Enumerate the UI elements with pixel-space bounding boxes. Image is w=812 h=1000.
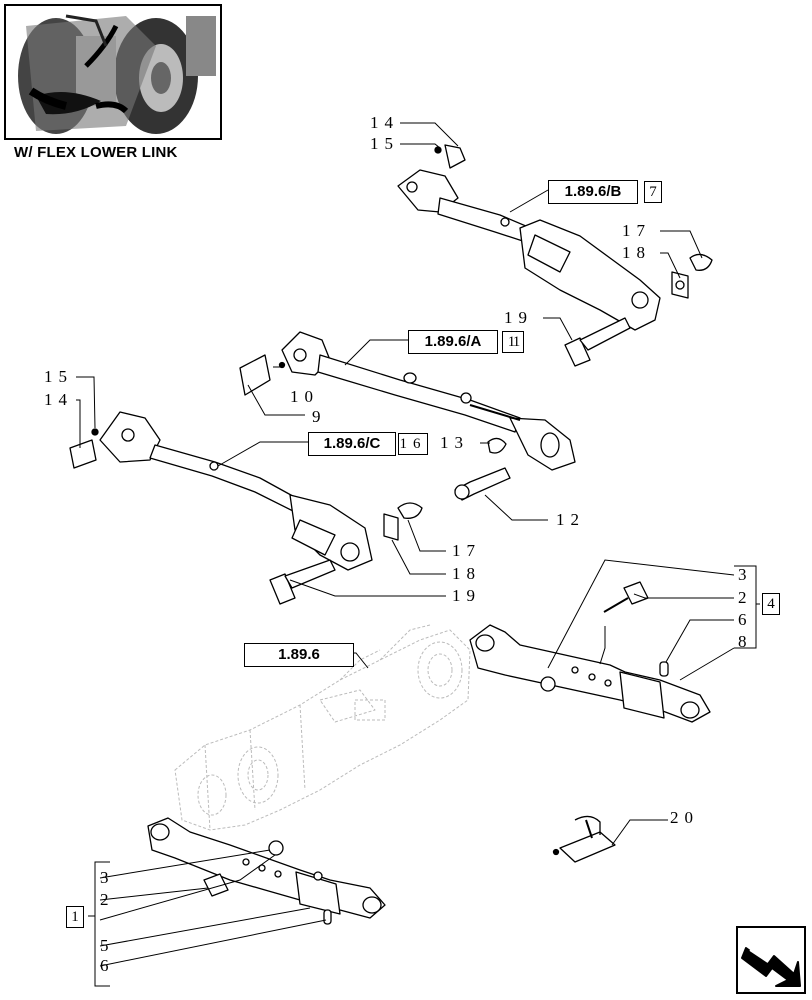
label-10: 10 [290, 387, 319, 406]
ref-1-89-6-c[interactable]: 1.89.6/C [308, 432, 396, 456]
bent-arrow-icon [741, 947, 801, 987]
diagram-caption: W/ FLEX LOWER LINK [14, 144, 178, 161]
label-20: 20 [670, 808, 699, 827]
label-14-left: 14 [44, 390, 73, 409]
label-8: 8 [738, 632, 753, 651]
label-13: 13 [440, 433, 469, 452]
top-link-middle [239, 331, 576, 471]
label-18-lower: 18 [452, 564, 481, 583]
label-15-left: 15 [44, 367, 73, 386]
bracket-2-upper [623, 581, 649, 605]
ref-1-89-6[interactable]: 1.89.6 [244, 643, 354, 667]
ghost-tractor-housing [174, 624, 471, 831]
tractor-thumbnail [4, 4, 222, 140]
label-2-upper: 2 [738, 588, 753, 607]
ref-box-7: 7 [644, 181, 662, 203]
leader-lines [76, 122, 760, 987]
label-3-lower: 3 [100, 868, 115, 887]
label-14-upper: 14 [370, 113, 399, 132]
pin-20 [552, 815, 616, 863]
lower-link-upper [469, 581, 711, 723]
bracket-2-lower [203, 873, 229, 897]
ref-1-89-6-b[interactable]: 1.89.6/B [548, 180, 638, 204]
label-9: 9 [312, 407, 327, 426]
group-box-4: 4 [762, 593, 780, 615]
label-6-lower: 6 [100, 956, 115, 975]
pin-19-upper [564, 337, 591, 367]
clip-17-lower [397, 502, 423, 519]
label-6-upper: 6 [738, 610, 753, 629]
label-15-upper: 15 [370, 134, 399, 153]
label-17-lower: 17 [452, 541, 481, 560]
clip-17-upper [689, 253, 713, 271]
group-box-1: 1 [66, 906, 84, 928]
label-19-upper: 19 [504, 308, 533, 327]
washer-18-lower [383, 513, 399, 541]
label-5: 5 [100, 936, 115, 955]
label-2-lower: 2 [100, 890, 115, 909]
label-19-lower: 19 [452, 586, 481, 605]
label-12: 12 [556, 510, 585, 529]
label-18-upper: 18 [622, 243, 651, 262]
label-3-upper: 3 [738, 565, 753, 584]
label-17-upper: 17 [622, 221, 651, 240]
ref-box-16: 16 [398, 433, 428, 455]
next-page-button[interactable] [736, 926, 806, 994]
pin-19-lower [269, 573, 296, 605]
tractor-rear-illustration [6, 6, 220, 138]
clip-13 [487, 437, 507, 454]
top-link-left [69, 411, 373, 571]
top-link-upper [397, 144, 661, 331]
ref-box-11: 11 [502, 331, 524, 353]
ref-1-89-6-a[interactable]: 1.89.6/A [408, 330, 498, 354]
lower-link-lower [147, 817, 386, 925]
